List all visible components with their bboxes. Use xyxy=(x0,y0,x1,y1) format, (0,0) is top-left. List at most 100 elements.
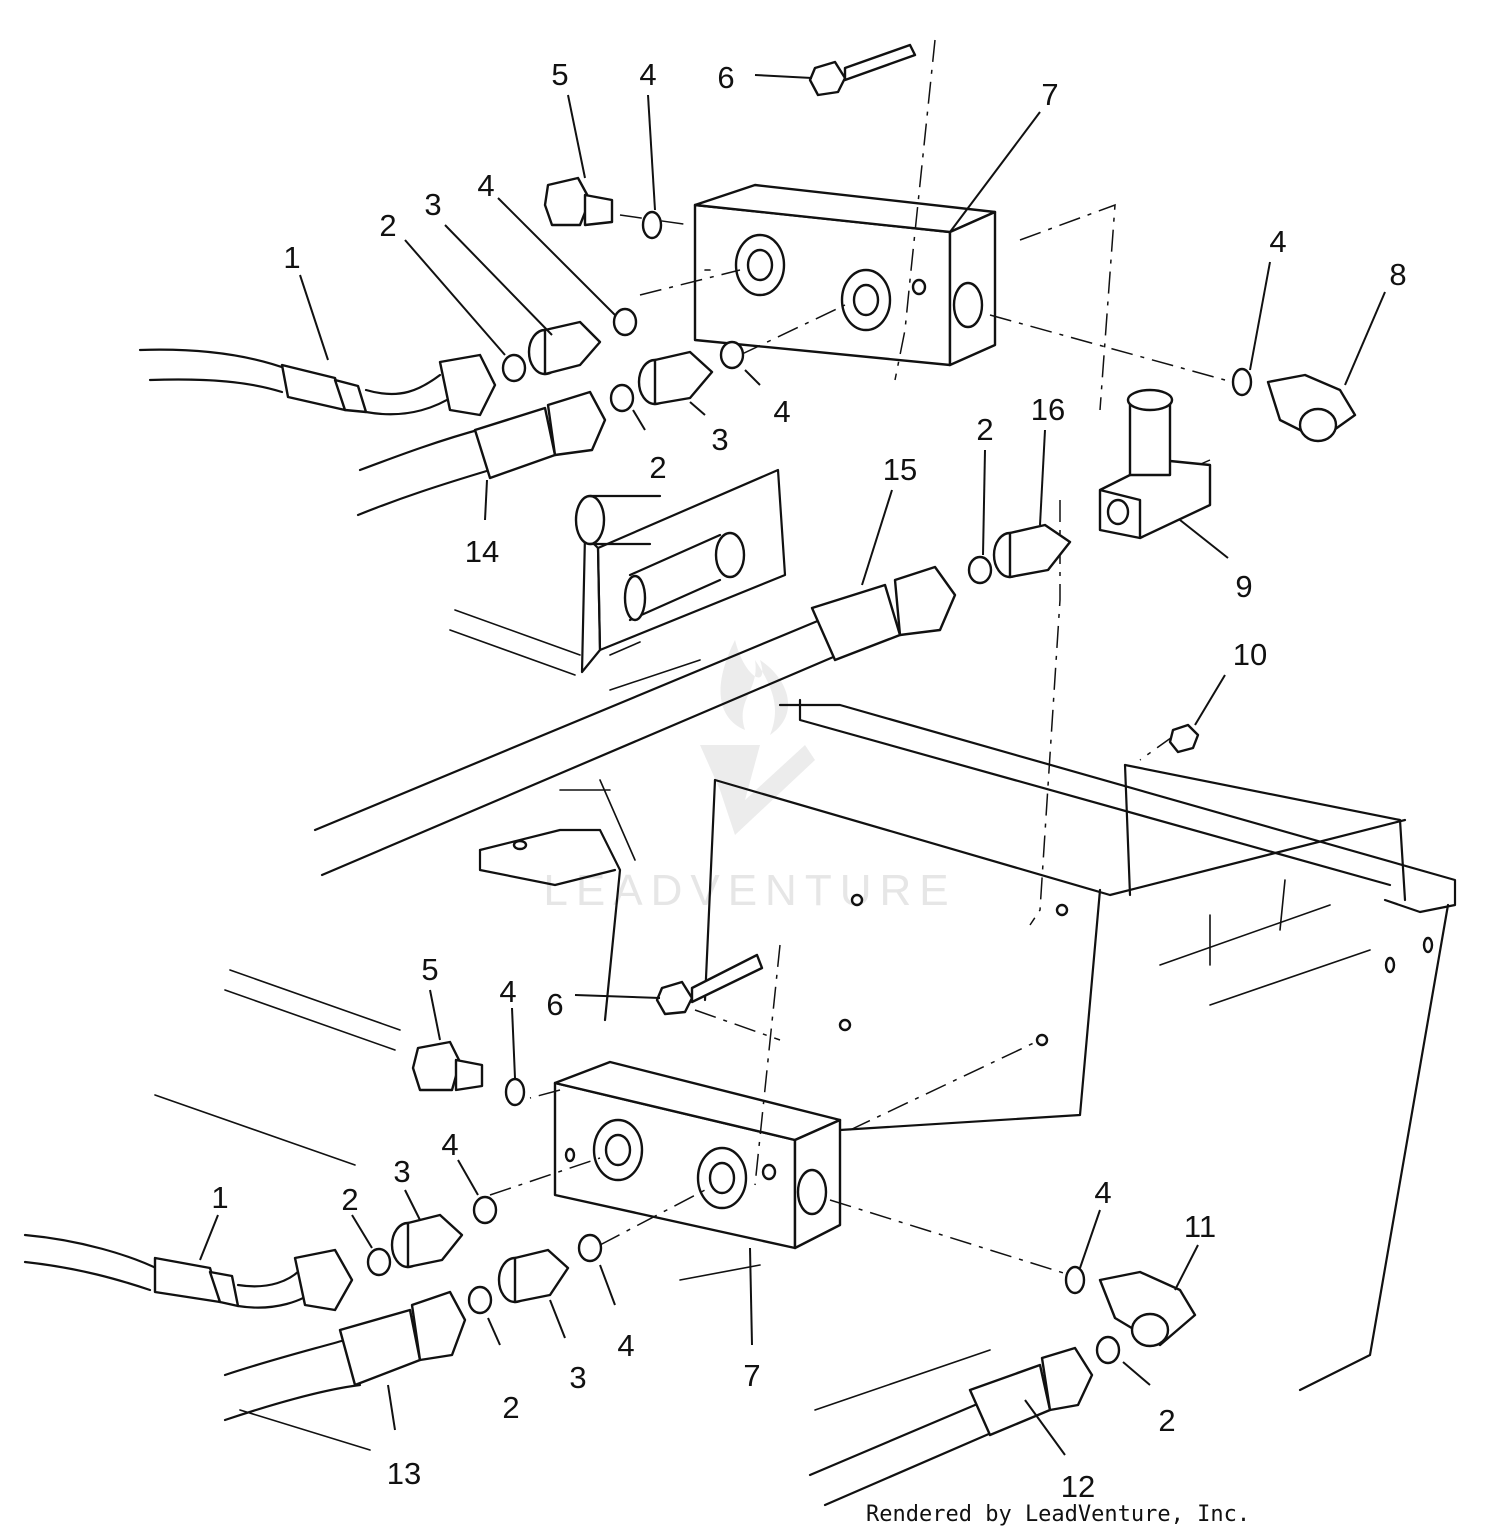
callout-2: 2 xyxy=(341,1182,358,1217)
callout-14: 14 xyxy=(465,534,499,569)
side-port xyxy=(796,1168,828,1216)
plug-5-hex xyxy=(543,176,592,227)
hose-1-upper xyxy=(138,348,292,372)
callout-2: 2 xyxy=(649,450,666,485)
hose-13-hex xyxy=(410,1290,467,1362)
tank-hole xyxy=(1055,903,1069,917)
leader-line xyxy=(574,994,661,999)
callout-3: 3 xyxy=(711,422,728,457)
callout-2: 2 xyxy=(1158,1403,1175,1438)
callout-5: 5 xyxy=(421,952,438,987)
washer-2 xyxy=(1095,1335,1121,1365)
leader-line xyxy=(1024,1399,1066,1456)
side-port xyxy=(952,281,984,329)
tee-9-port xyxy=(1106,498,1130,526)
washer-2 xyxy=(609,383,635,413)
centerline xyxy=(1019,203,1116,411)
frame-left-bottom xyxy=(478,848,617,887)
elbow-11-body xyxy=(1098,1270,1197,1347)
hose-15-ferrule xyxy=(810,583,902,662)
hose-13 xyxy=(223,1338,362,1422)
callout-7: 7 xyxy=(743,1358,760,1393)
v-logo-icon xyxy=(700,745,815,835)
leader-line xyxy=(1249,261,1271,371)
callout-3: 3 xyxy=(424,187,441,222)
tank-bracket xyxy=(1123,763,1132,897)
leader-line xyxy=(487,1317,501,1346)
tank-right-edge xyxy=(1298,903,1450,1392)
elbow-11-port xyxy=(1130,1312,1170,1348)
manifold-block-upper xyxy=(693,183,997,367)
plug-5-body xyxy=(583,193,614,227)
washer-2 xyxy=(366,1247,392,1277)
hose-1-upper xyxy=(148,378,284,394)
hose-1-hex xyxy=(293,1248,354,1312)
leader-line xyxy=(861,489,893,586)
leader-line xyxy=(1194,674,1226,726)
hose-1-lower xyxy=(23,1233,162,1292)
washer-4 xyxy=(472,1195,498,1225)
leader-line xyxy=(387,1384,396,1431)
mounting-plate-edge xyxy=(580,533,602,674)
centerline xyxy=(1139,734,1176,761)
washer-4 xyxy=(719,340,745,370)
callout-10: 10 xyxy=(1233,637,1267,672)
tank-hole xyxy=(1035,1033,1049,1047)
pin-shaft xyxy=(588,494,662,546)
hose-15-hex xyxy=(893,565,957,637)
leader-line xyxy=(689,401,706,416)
leader-line xyxy=(599,1264,616,1306)
callout-6: 6 xyxy=(717,60,734,95)
leader-line xyxy=(754,74,813,79)
frame-rail-bottom xyxy=(154,1094,371,1451)
frame-hole xyxy=(512,839,528,851)
leader-line xyxy=(1039,429,1046,526)
frame-lines xyxy=(559,779,636,861)
leader-line xyxy=(1174,1244,1199,1291)
port-bore xyxy=(852,283,880,317)
callout-4: 4 xyxy=(1269,224,1286,259)
hose-15 xyxy=(313,618,840,877)
elbow-8-port xyxy=(1298,407,1338,443)
tank-left-edge xyxy=(703,778,717,1002)
leader-line xyxy=(949,111,1041,233)
hose-1-elbow xyxy=(364,373,457,416)
fittings xyxy=(366,43,1357,1365)
tee-9-cap xyxy=(1128,398,1172,477)
adapter-3-body xyxy=(406,1213,464,1269)
plug-5-hex xyxy=(411,1040,462,1092)
bolt-hole xyxy=(761,1163,777,1181)
washer-2 xyxy=(967,555,993,585)
tank-hole xyxy=(850,893,864,907)
hose-14-hex xyxy=(546,390,607,457)
hose-1-ferrule xyxy=(153,1256,222,1304)
leader-lines xyxy=(199,74,1386,1456)
washer-4 xyxy=(1064,1265,1086,1295)
callout-12: 12 xyxy=(1061,1469,1095,1504)
callout-8: 8 xyxy=(1389,257,1406,292)
centerline xyxy=(829,1039,1071,1276)
flame-logo-icon xyxy=(720,640,789,735)
callout-13: 13 xyxy=(387,1456,421,1491)
tank-hole xyxy=(1384,956,1396,974)
bolt-6-head xyxy=(655,980,694,1016)
nut-10 xyxy=(1168,723,1200,754)
leader-line xyxy=(199,1214,219,1261)
hole-mark xyxy=(564,1147,576,1163)
frame-rail-upper xyxy=(449,609,581,676)
hose-14-ferrule xyxy=(473,406,557,480)
centerline xyxy=(894,39,936,381)
manifold-block-lower xyxy=(553,1060,842,1250)
centerline xyxy=(989,314,1226,381)
hose-13-ferrule xyxy=(338,1308,422,1387)
washer-4 xyxy=(577,1233,603,1263)
leader-line xyxy=(497,197,616,316)
hose-12 xyxy=(808,1403,1000,1507)
washer-4 xyxy=(641,210,663,240)
leader-line xyxy=(404,1189,421,1221)
footer-credit: Rendered by LeadVenture, Inc. xyxy=(866,1502,1251,1527)
tee-9-cap-top xyxy=(1126,388,1174,412)
bolt-6-shank xyxy=(690,953,764,1004)
bolt-hole xyxy=(911,278,927,296)
leader-line xyxy=(484,479,488,521)
